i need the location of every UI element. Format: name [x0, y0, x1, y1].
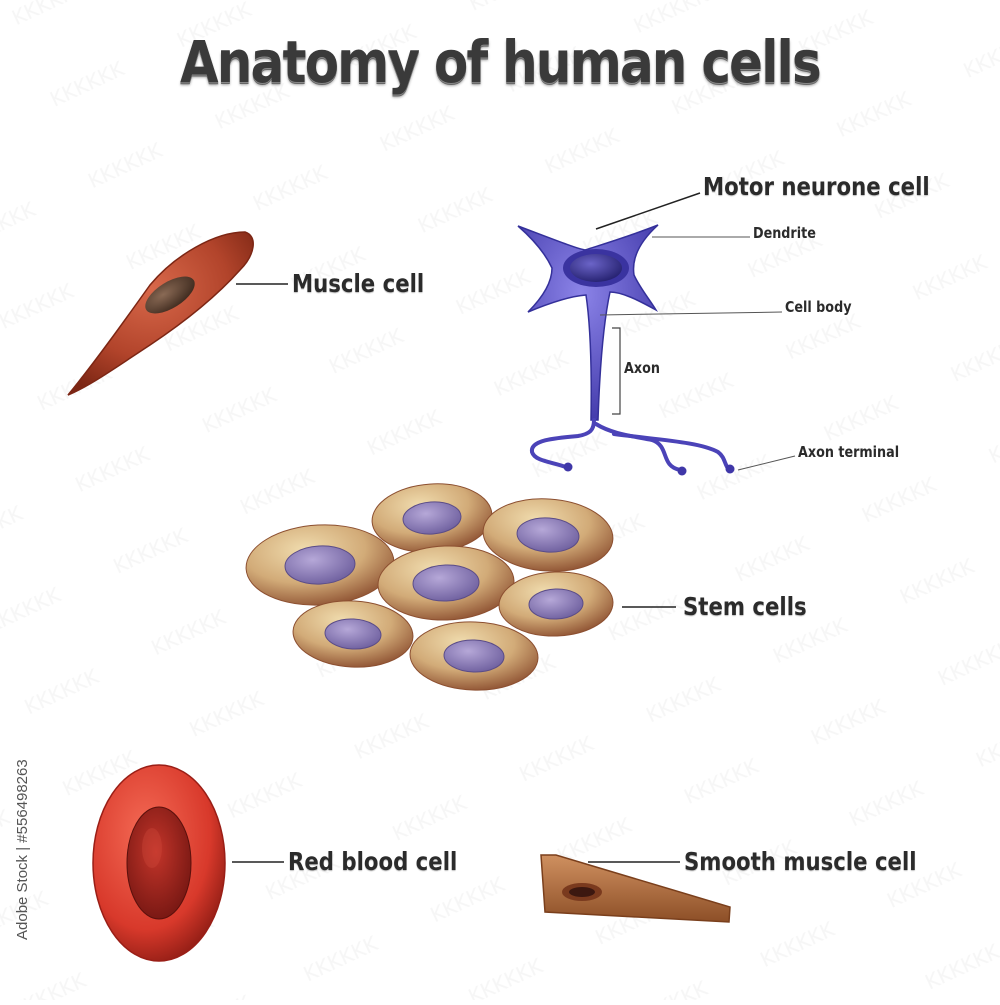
page-title: Anatomy of human cells	[179, 28, 822, 96]
muscle-cell	[67, 231, 288, 396]
label-dendrite: Dendrite	[753, 224, 816, 242]
stock-id-watermark: Adobe Stock | #556498263	[14, 759, 34, 940]
stem-cells	[245, 483, 676, 691]
label-axon: Axon	[624, 359, 660, 377]
label-muscle-cell: Muscle cell	[292, 269, 425, 298]
label-stem-cells: Stem cells	[683, 592, 807, 621]
label-smooth-muscle-cell: Smooth muscle cell	[684, 847, 917, 876]
stock-id-text: Adobe Stock | #556498263	[14, 759, 31, 940]
label-red-blood-cell: Red blood cell	[288, 847, 458, 876]
smooth-muscle-cell	[540, 854, 731, 923]
label-axon-terminal: Axon terminal	[798, 443, 900, 461]
label-cell-body: Cell body	[785, 298, 852, 316]
label-motor-neurone: Motor neurone cell	[703, 172, 930, 201]
red-blood-cell	[92, 764, 284, 962]
motor-neurone-cell	[517, 192, 796, 476]
